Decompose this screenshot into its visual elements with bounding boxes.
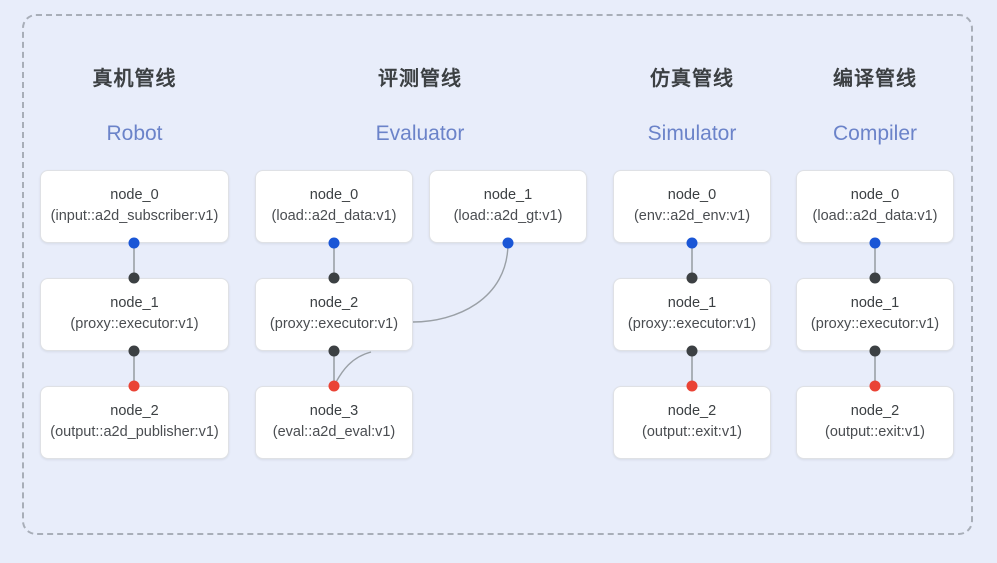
port-output-blue-compiler-0[interactable] <box>869 237 881 249</box>
port-input-red-robot-2[interactable] <box>128 380 140 392</box>
node-type: (load::a2d_data:v1) <box>271 208 397 224</box>
node-type: (output::exit:v1) <box>642 424 742 440</box>
port-output-dark-simulator-1[interactable] <box>686 345 698 357</box>
node-type: (env::a2d_env:v1) <box>633 208 751 224</box>
port-input-red-evaluator-3[interactable] <box>328 380 340 392</box>
port-output-dark-evaluator-2[interactable] <box>328 345 340 357</box>
node-name: node_2 <box>667 403 717 420</box>
edge-gt-to-executor <box>412 242 509 323</box>
port-input-dark-simulator-1[interactable] <box>686 272 698 284</box>
port-output-blue-evaluator-0[interactable] <box>328 237 340 249</box>
node-evaluator-2[interactable]: node_2 (proxy::executor:v1) <box>255 278 413 351</box>
node-robot-0[interactable]: node_0 (input::a2d_subscriber:v1) <box>40 170 229 243</box>
node-simulator-1[interactable]: node_1 (proxy::executor:v1) <box>613 278 771 351</box>
column-title-en-evaluator: Evaluator <box>375 122 465 145</box>
column-title-cn-robot: 真机管线 <box>92 68 177 90</box>
node-evaluator-3[interactable]: node_3 (eval::a2d_eval:v1) <box>255 386 413 459</box>
node-name: node_2 <box>309 295 359 312</box>
node-type: (load::a2d_gt:v1) <box>453 208 563 224</box>
node-evaluator-gt[interactable]: node_1 (load::a2d_gt:v1) <box>429 170 587 243</box>
port-input-red-simulator-2[interactable] <box>686 380 698 392</box>
port-input-dark-robot-1[interactable] <box>128 272 140 284</box>
node-name: node_0 <box>309 187 359 204</box>
node-type: (proxy::executor:v1) <box>810 316 940 332</box>
node-name: node_3 <box>309 403 359 420</box>
node-type: (output::exit:v1) <box>825 424 925 440</box>
port-input-red-compiler-2[interactable] <box>869 380 881 392</box>
node-name: node_2 <box>850 403 900 420</box>
node-name: node_1 <box>110 295 159 312</box>
node-name: node_0 <box>850 187 900 204</box>
node-simulator-0[interactable]: node_0 (env::a2d_env:v1) <box>613 170 771 243</box>
node-name: node_2 <box>110 403 159 420</box>
port-output-blue-simulator-0[interactable] <box>686 237 698 249</box>
node-compiler-0[interactable]: node_0 (load::a2d_data:v1) <box>796 170 954 243</box>
port-input-dark-compiler-1[interactable] <box>869 272 881 284</box>
node-type: (proxy::executor:v1) <box>269 316 399 332</box>
port-output-dark-compiler-1[interactable] <box>869 345 881 357</box>
port-input-dark-evaluator-2[interactable] <box>328 272 340 284</box>
node-name: node_1 <box>667 295 717 312</box>
node-name: node_1 <box>483 187 533 204</box>
node-type: (eval::a2d_eval:v1) <box>272 424 396 440</box>
node-robot-2[interactable]: node_2 (output::a2d_publisher:v1) <box>40 386 229 459</box>
node-name: node_1 <box>850 295 900 312</box>
node-name: node_0 <box>667 187 717 204</box>
node-type: (load::a2d_data:v1) <box>812 208 938 224</box>
edge-executor-to-eval <box>333 351 372 387</box>
node-name: node_0 <box>110 187 159 204</box>
column-title-en-simulator: Simulator <box>647 122 737 145</box>
node-type: (input::a2d_subscriber:v1) <box>50 208 219 224</box>
node-type: (proxy::executor:v1) <box>627 316 757 332</box>
column-title-en-compiler: Compiler <box>832 122 918 145</box>
node-robot-1[interactable]: node_1 (proxy::executor:v1) <box>40 278 229 351</box>
column-title-en-robot: Robot <box>106 122 163 145</box>
column-title-cn-evaluator: 评测管线 <box>378 68 462 90</box>
column-title-cn-compiler: 编译管线 <box>833 68 917 90</box>
node-type: (output::a2d_publisher:v1) <box>50 424 219 440</box>
node-compiler-1[interactable]: node_1 (proxy::executor:v1) <box>796 278 954 351</box>
node-type: (proxy::executor:v1) <box>70 316 199 332</box>
node-evaluator-0[interactable]: node_0 (load::a2d_data:v1) <box>255 170 413 243</box>
column-title-cn-simulator: 仿真管线 <box>650 68 734 90</box>
node-simulator-2[interactable]: node_2 (output::exit:v1) <box>613 386 771 459</box>
node-compiler-2[interactable]: node_2 (output::exit:v1) <box>796 386 954 459</box>
port-output-dark-robot-1[interactable] <box>128 345 140 357</box>
port-output-blue-robot-0[interactable] <box>128 237 140 249</box>
port-output-blue-evaluator-gt[interactable] <box>502 237 514 249</box>
